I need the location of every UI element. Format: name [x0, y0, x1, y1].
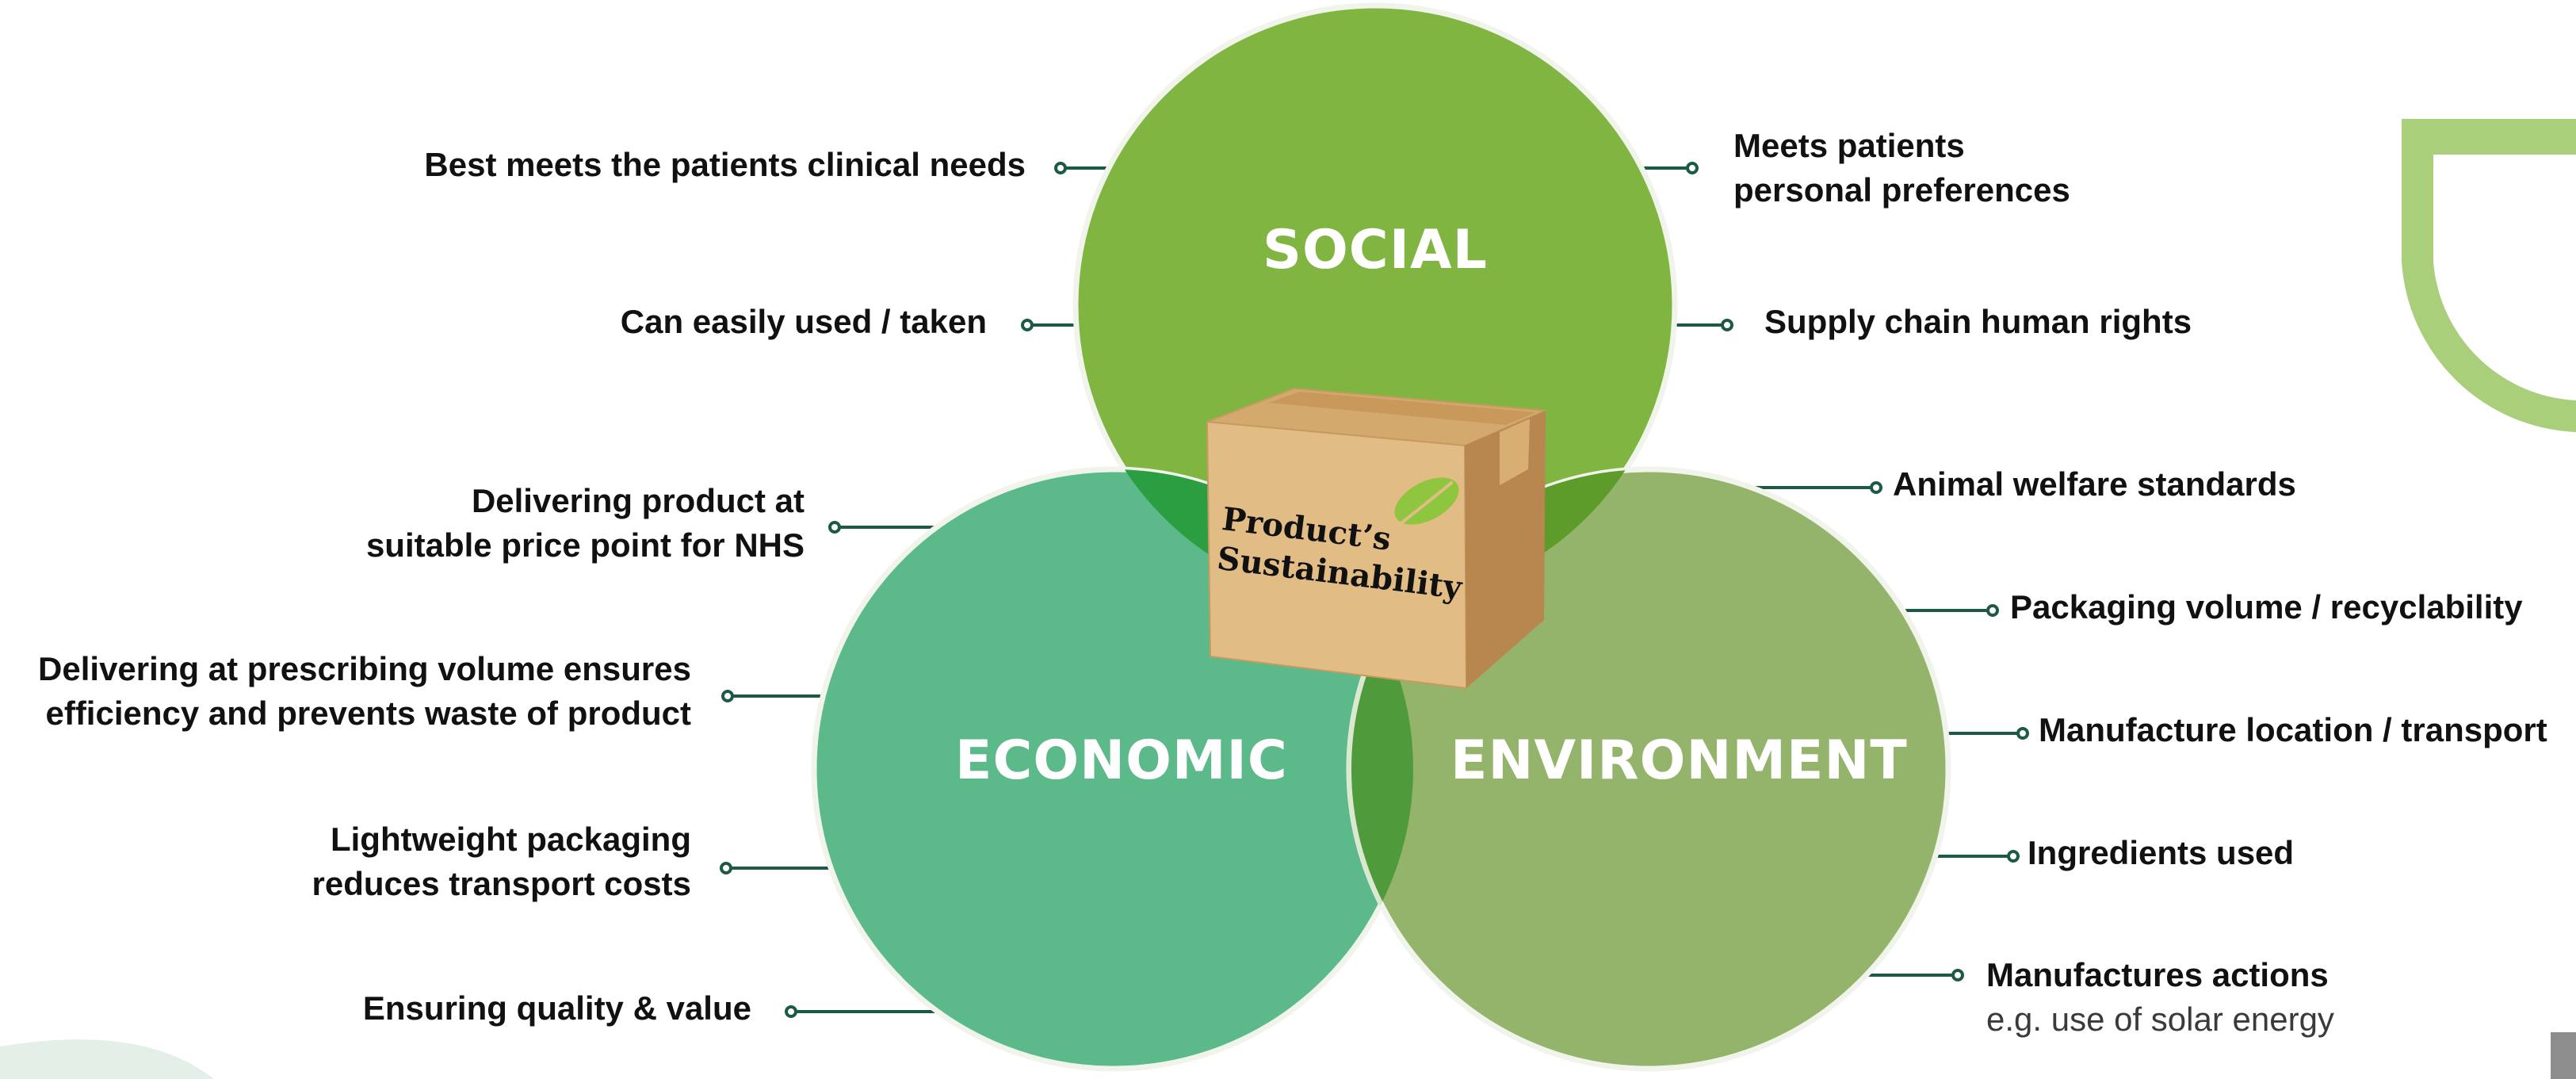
label-packaging-volume: Packaging volume / recyclability	[2010, 588, 2523, 626]
label-quality-value: Ensuring quality & value	[362, 989, 751, 1027]
label-personal-preferences: Meets patients personal preferences	[1733, 127, 2070, 209]
label-manufactures-actions: Manufactures actions e.g. use of solar e…	[1986, 956, 2334, 1038]
environment-circle-edge	[1347, 469, 1413, 1069]
box-tape-top	[1268, 392, 1536, 425]
label-manufacture-location: Manufacture location / transport	[2039, 711, 2547, 748]
box-tape-side	[1500, 419, 1530, 485]
environment-title: ENVIRONMENT	[1450, 729, 1908, 792]
product-box	[1206, 387, 1546, 690]
decorative-corner-shape	[2402, 119, 2576, 432]
economic-title: ECONOMIC	[955, 729, 1288, 792]
social-title: SOCIAL	[1263, 219, 1488, 281]
label-prescribing-volume: Delivering at prescribing volume ensures…	[38, 650, 691, 732]
label-lightweight-packaging: Lightweight packaging reduces transport …	[311, 821, 692, 902]
connector-lines	[728, 166, 2021, 1013]
leaf-icon	[1394, 477, 1459, 526]
label-clinical-needs: Best meets the patients clinical needs	[424, 146, 1026, 183]
label-ingredients: Ingredients used	[2028, 834, 2295, 871]
connector-dots	[720, 162, 2029, 1018]
label-easily-used: Can easily used / taken	[620, 303, 987, 340]
label-human-rights: Supply chain human rights	[1764, 303, 2192, 340]
decorative-corner-block	[2551, 1032, 2576, 1079]
label-animal-welfare: Animal welfare standards	[1893, 465, 2296, 503]
label-price-point: Delivering product at suitable price poi…	[365, 482, 805, 564]
decorative-swoosh	[0, 1039, 214, 1079]
